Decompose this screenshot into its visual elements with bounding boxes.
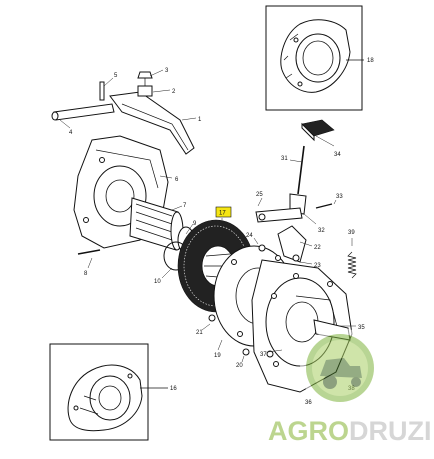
inset-box-18 (265, 5, 364, 111)
callout-5: 5 (114, 73, 118, 79)
callout-35: 35 (358, 325, 365, 331)
watermark-part1: AGRO (268, 416, 349, 446)
brake-plate-inset (280, 19, 351, 93)
callout-1: 1 (198, 117, 202, 123)
callout-17: 17 (219, 211, 226, 217)
brake-cover (251, 259, 356, 393)
callout-23: 23 (314, 263, 321, 269)
highlight-box-17 (215, 206, 232, 218)
callout-24: 24 (246, 233, 253, 239)
callout-7: 7 (183, 203, 187, 209)
watermark-part2: DRUZI (349, 416, 432, 446)
callout-37: 37 (260, 352, 267, 358)
callout-2: 2 (172, 89, 176, 95)
watermark-badge (300, 328, 380, 408)
callout-10: 10 (154, 279, 161, 285)
callout-4: 4 (69, 130, 73, 136)
inset-box-16 (49, 343, 168, 441)
callout-22: 22 (314, 245, 321, 251)
callout-19: 19 (214, 353, 221, 359)
callout-31: 31 (281, 156, 288, 162)
callout-18: 18 (367, 58, 374, 64)
callout-16: 16 (170, 386, 177, 392)
callout-25: 25 (256, 192, 263, 198)
callout-39: 39 (348, 230, 355, 236)
callout-32: 32 (318, 228, 325, 234)
callout-9: 9 (193, 221, 197, 227)
callout-33: 33 (336, 194, 343, 200)
callout-8: 8 (84, 271, 88, 277)
callout-6: 6 (175, 177, 179, 183)
callout-34: 34 (334, 152, 341, 158)
callout-20: 20 (236, 363, 243, 369)
watermark-text: AGRODRUZI (268, 418, 432, 445)
callout-3: 3 (165, 68, 169, 74)
brake-assembly-inset (67, 364, 143, 432)
housing-assembly (73, 135, 195, 279)
lever-assembly (51, 69, 197, 155)
linkage-assembly (253, 119, 357, 279)
callout-21: 21 (196, 330, 203, 336)
callout-36: 36 (305, 400, 312, 406)
tractor-icon (320, 358, 362, 378)
